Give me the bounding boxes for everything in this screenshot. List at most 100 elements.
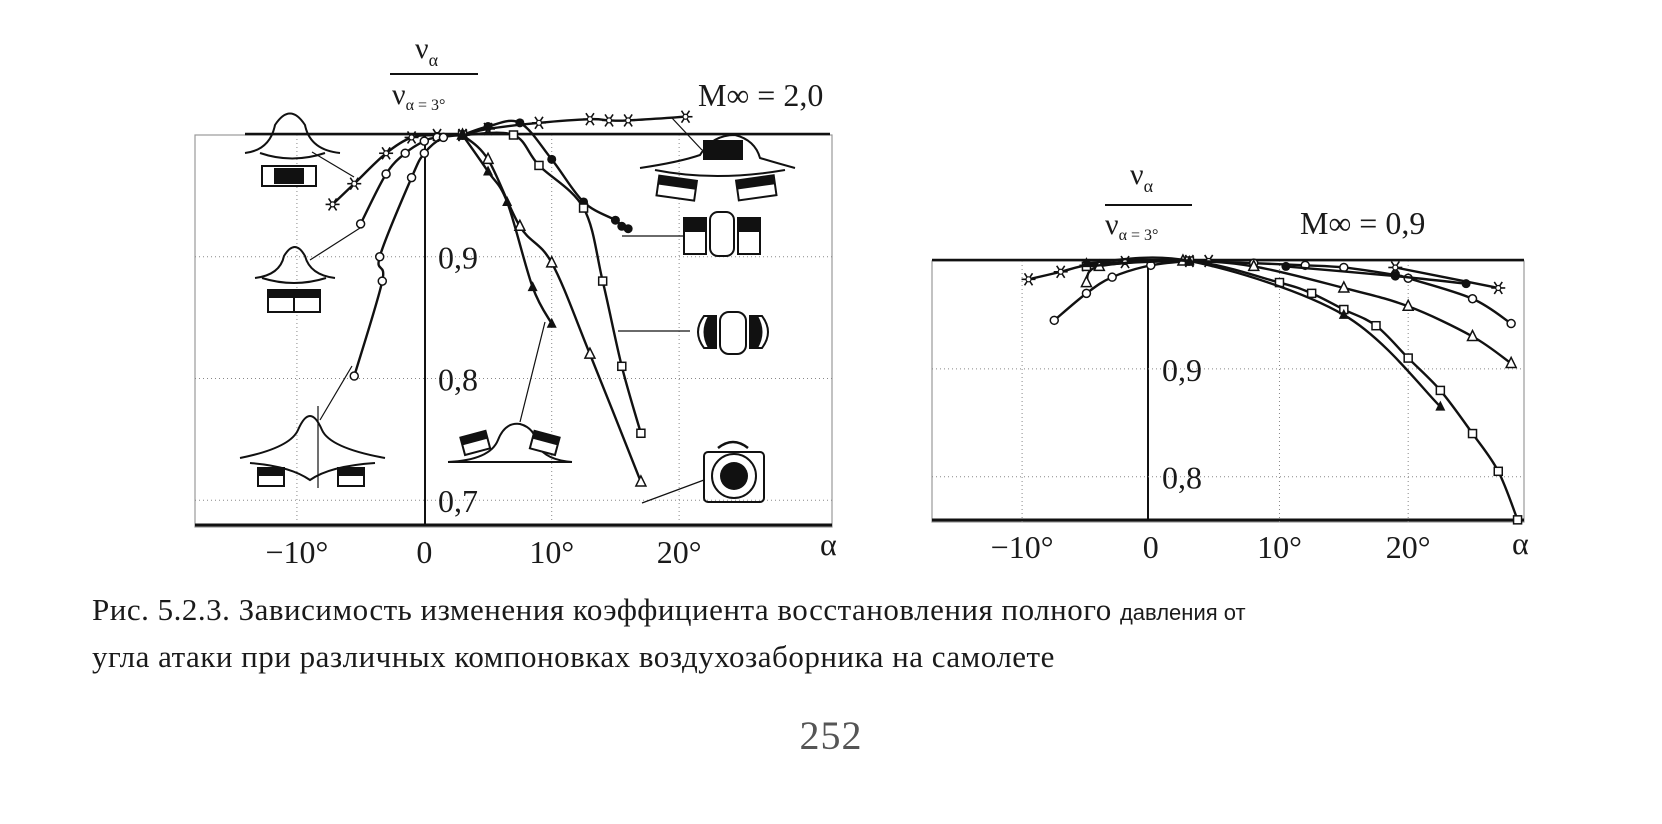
series-7 (457, 129, 557, 328)
data-point-circle-open (377, 276, 388, 286)
data-point-circle-open (1467, 293, 1478, 304)
series-line (1053, 259, 1190, 322)
data-point-circle-filled (610, 215, 620, 225)
page-number: 252 (799, 713, 863, 758)
data-point-square-open (1403, 353, 1413, 363)
inlet-sketch-fuselage-mid (254, 227, 361, 313)
series-line (1395, 266, 1499, 290)
data-point-triangle-open (513, 218, 527, 232)
data-point-triangle-open (1466, 328, 1479, 342)
data-point-star (582, 112, 597, 126)
data-point-circle-open (438, 132, 449, 143)
data-point-square-open (617, 361, 627, 372)
data-point-triangle-open (1401, 298, 1415, 312)
y-tick-label: 0,9 (1162, 352, 1202, 388)
series-group (325, 110, 693, 487)
data-point-star (602, 113, 617, 127)
data-point-circle-filled (1281, 261, 1291, 271)
caption-line-1-small-text: давления от (1119, 600, 1246, 625)
data-point-square-open (508, 130, 519, 140)
x-tick-label: 10° (1257, 529, 1302, 565)
data-point-star (1053, 265, 1068, 279)
series-2 (349, 130, 468, 381)
inlet-sketch-side-wing (447, 321, 573, 463)
series-line (331, 133, 463, 206)
data-point-triangle-open (1247, 258, 1260, 272)
series-2 (1184, 256, 1516, 329)
data-point-circle-open (374, 251, 385, 262)
data-point-circle-open (406, 172, 417, 183)
data-point-star (347, 177, 362, 191)
plot-frame (931, 260, 1525, 523)
data-point-triangle-open (1080, 274, 1093, 288)
x-tick-label: −10° (991, 529, 1054, 565)
y-tick-label: 0,8 (438, 361, 478, 397)
data-point-square-open (1306, 288, 1317, 299)
data-point-circle-open (381, 169, 391, 179)
data-point-star (531, 116, 546, 130)
x-axis-label: α (1512, 525, 1529, 561)
series-0 (325, 128, 470, 211)
data-point-circle-open (419, 136, 430, 146)
data-point-circle-open (1081, 288, 1092, 299)
data-point-circle-open (355, 219, 366, 229)
data-point-star (379, 146, 394, 160)
inlet-sketch-under-wing-wide (639, 117, 796, 202)
data-point-triangle-filled (483, 165, 494, 176)
y-label-numerator: να (1130, 158, 1154, 196)
series-group (1021, 253, 1523, 525)
x-tick-label: −10° (265, 534, 328, 570)
y-label-numerator: να (415, 32, 439, 70)
data-point-square-open (636, 428, 646, 439)
data-point-triangle-filled (1435, 400, 1446, 411)
data-point-triangle-filled (1081, 257, 1092, 268)
series-line (1086, 259, 1519, 521)
data-point-square-open (578, 203, 589, 213)
data-point-square-open (1512, 515, 1523, 525)
y-label-denominator: να = 3° (392, 78, 445, 114)
leader-lines (618, 235, 705, 504)
data-point-star (1388, 261, 1403, 274)
x-tick-label: 20° (1386, 529, 1431, 565)
data-point-square-open (1435, 385, 1446, 396)
data-point-star (1491, 281, 1506, 295)
grid (932, 261, 1524, 522)
data-point-star (404, 130, 419, 144)
data-point-circle-filled (623, 224, 633, 234)
data-point-square-open (534, 160, 544, 171)
y-label-denominator: να = 3° (1105, 208, 1158, 244)
data-point-triangle-open (1337, 280, 1351, 293)
series-5 (1080, 253, 1518, 369)
data-point-star (621, 113, 636, 127)
data-point-triangle-open (1504, 355, 1518, 369)
data-point-circle-open (1049, 315, 1060, 326)
x-tick-label: 0 (416, 534, 432, 570)
series-3 (1388, 261, 1506, 295)
data-point-circle-open (349, 371, 359, 381)
data-point-circle-open (1506, 318, 1516, 329)
y-tick-label: 0,9 (438, 240, 478, 276)
data-point-square-open (1371, 320, 1381, 331)
data-point-square-open (1493, 466, 1504, 477)
data-point-circle-filled (1461, 279, 1471, 289)
data-point-triangle-open (481, 151, 495, 165)
inlet-sketch-side-semicircular (697, 311, 769, 355)
data-point-circle-open (419, 148, 430, 159)
data-point-triangle-filled (457, 129, 468, 139)
data-point-circle-filled (483, 121, 493, 131)
data-point-circle-open (1107, 272, 1117, 282)
caption-line-1-text: Рис. 5.2.3. Зависимость изменения коэффи… (92, 592, 1112, 627)
y-tick-label: 0,7 (438, 483, 478, 519)
data-point-triangle-open (545, 255, 558, 268)
series-4 (1281, 261, 1471, 289)
x-axis-label: α (820, 526, 837, 562)
data-point-triangle-filled (546, 317, 557, 328)
data-point-triangle-filled (1338, 308, 1349, 319)
data-point-triangle-filled (527, 281, 538, 292)
data-point-triangle-filled (1184, 255, 1195, 265)
series-line (1086, 256, 1442, 408)
